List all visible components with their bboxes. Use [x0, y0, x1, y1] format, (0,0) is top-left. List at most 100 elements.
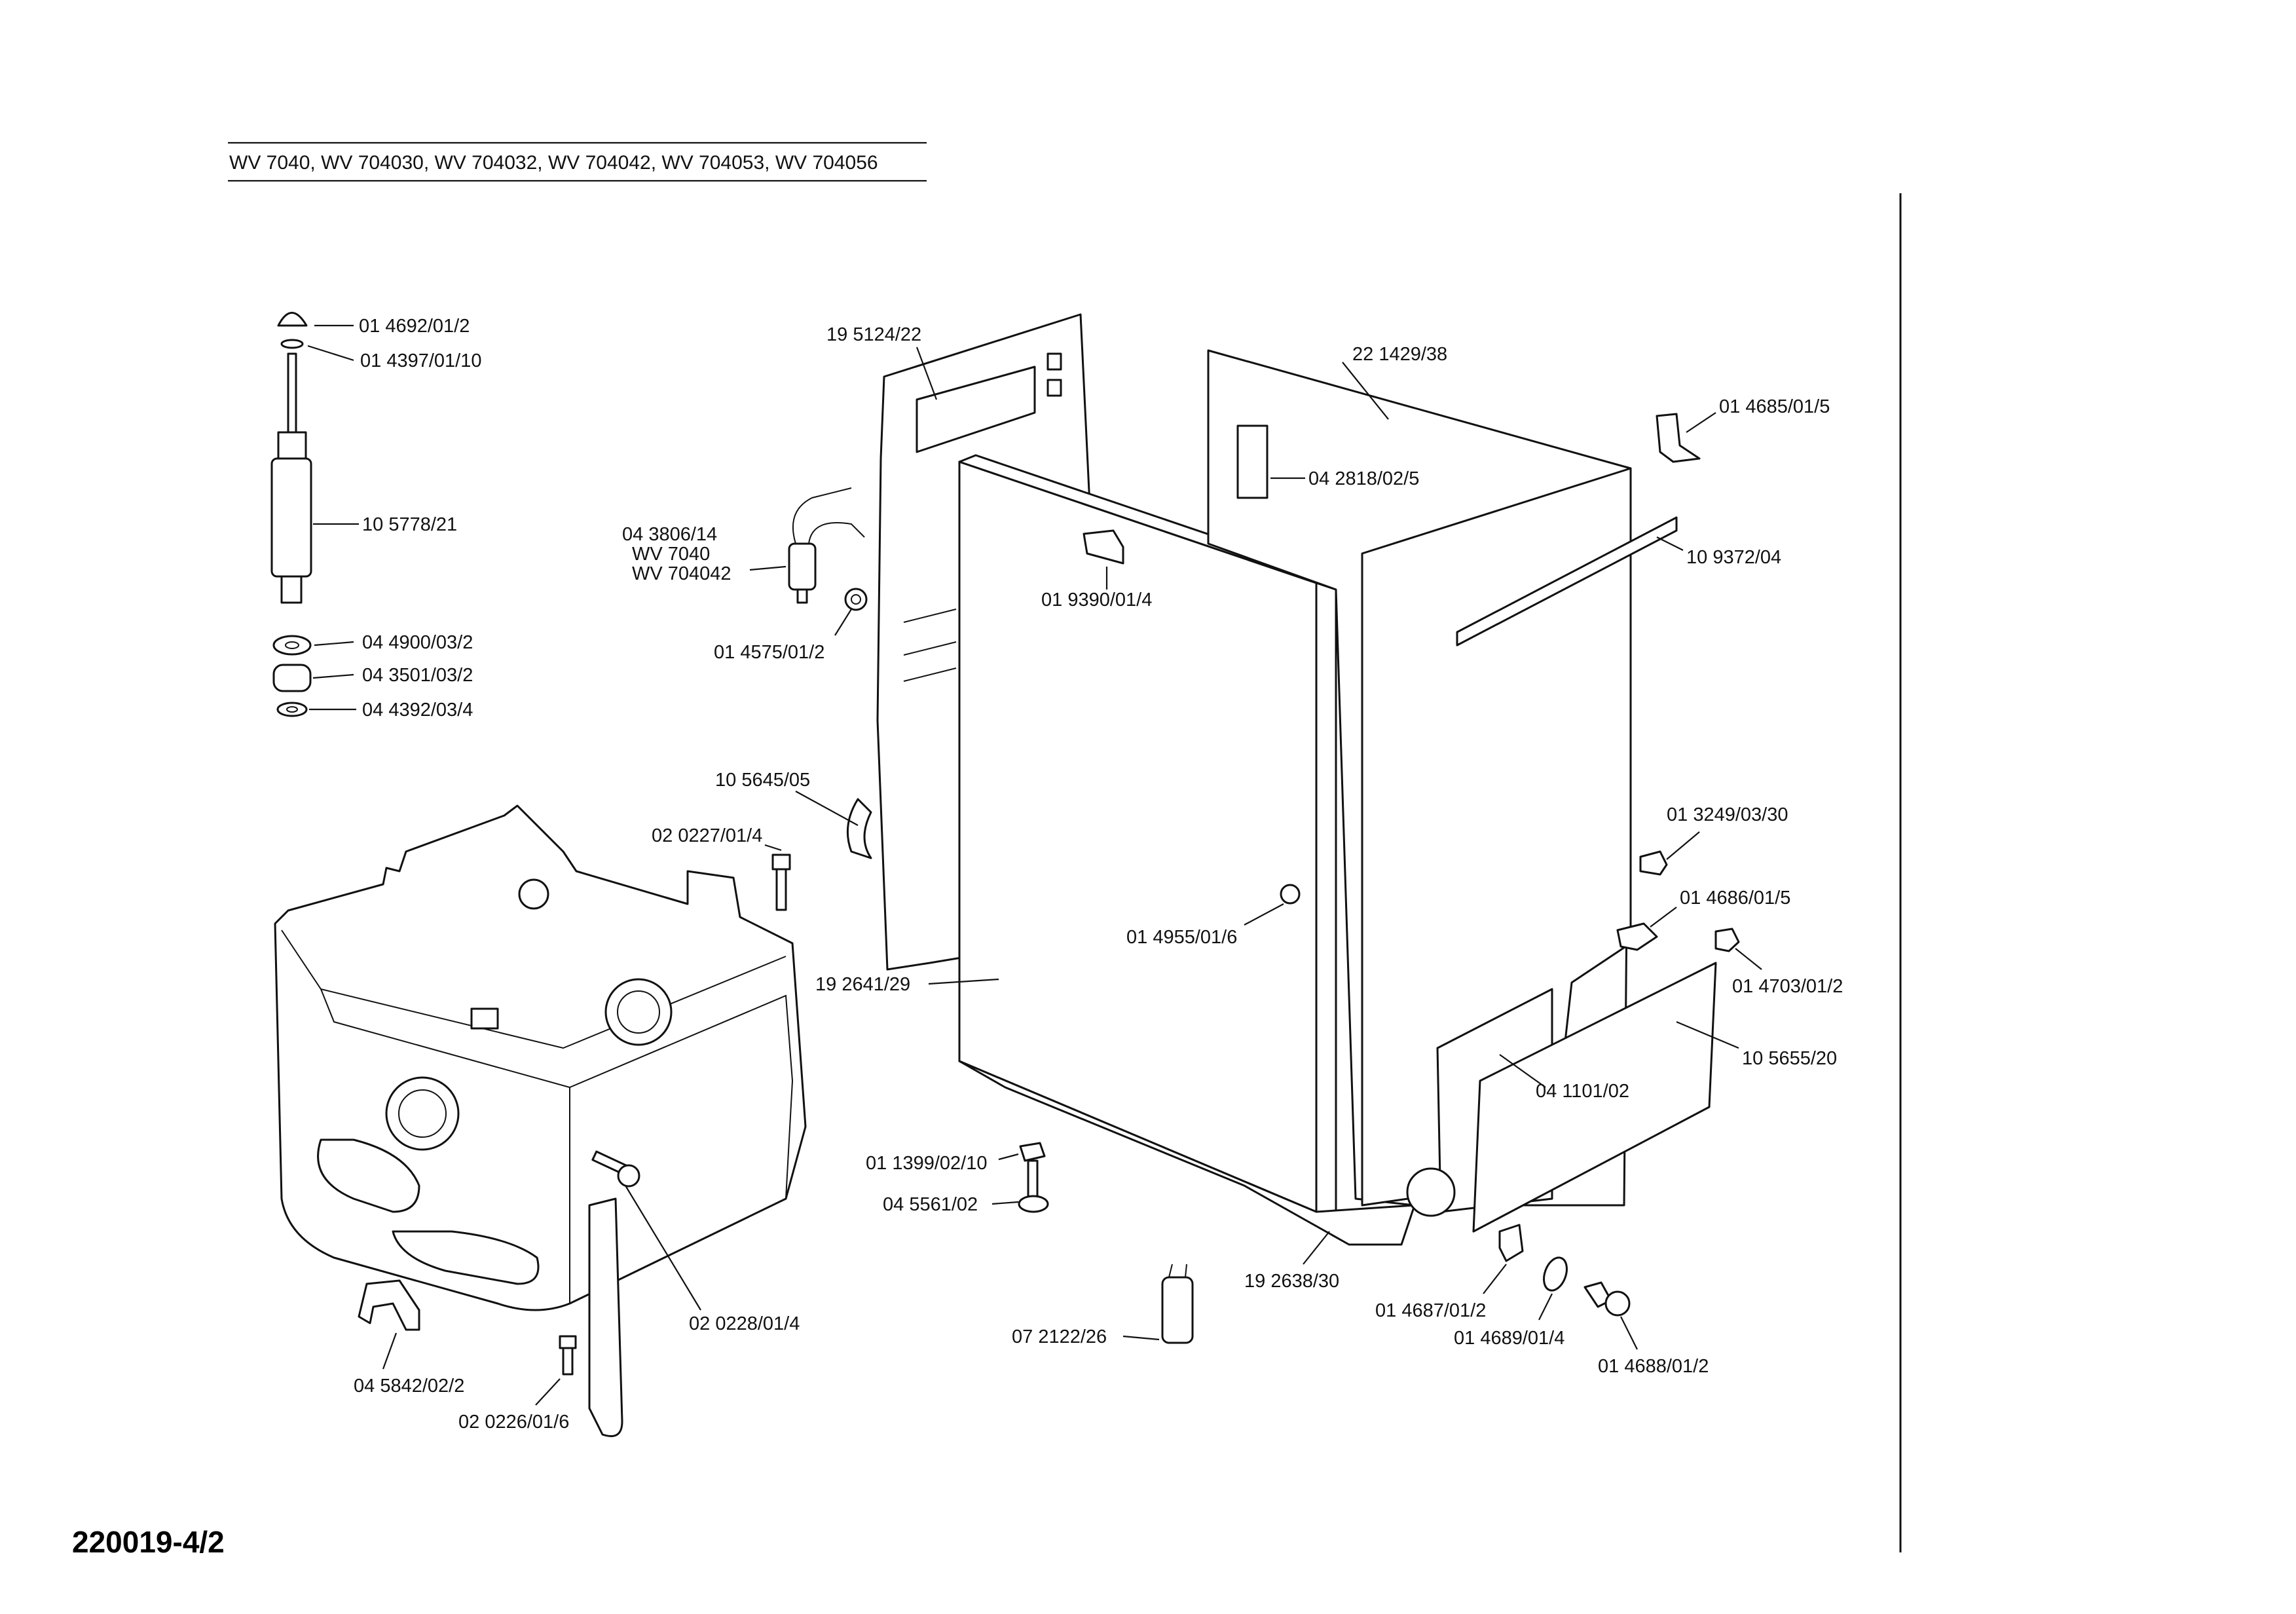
strip-109372-part	[1456, 516, 1678, 647]
hose-105645-part	[846, 798, 872, 859]
label-043501: 04 3501/03/2	[362, 665, 473, 686]
clip-014686-part	[1616, 922, 1658, 951]
model-list-header: WV 7040, WV 704030, WV 704032, WV 704042…	[229, 152, 878, 174]
bearing-seat-front-part	[385, 1076, 460, 1151]
plinth-105655-part	[1472, 962, 1717, 1233]
flat-washer-hole	[286, 706, 298, 713]
base-frame-group	[274, 804, 807, 1437]
label-014692: 01 4692/01/2	[359, 316, 470, 337]
label-014689: 01 4689/01/4	[1454, 1328, 1565, 1349]
label-020228: 02 0228/01/4	[689, 1313, 800, 1334]
label-019390: 01 9390/01/4	[1041, 590, 1152, 610]
label-014397: 01 4397/01/10	[360, 350, 481, 371]
clip-045842-part	[358, 1279, 420, 1331]
grommet-014575-hole	[851, 594, 861, 605]
label-072122: 07 2122/26	[1012, 1326, 1107, 1347]
cap-nut-part	[277, 312, 308, 327]
front-panel-group	[958, 454, 1337, 1220]
label-014688: 01 4688/01/2	[1598, 1356, 1709, 1377]
leader-195124	[916, 347, 938, 400]
bearing-seat-top-part	[604, 978, 673, 1046]
screw-020227	[771, 854, 791, 911]
capacitor-body	[788, 542, 817, 591]
hinge-014687-part	[1498, 1224, 1524, 1262]
label-plate-042818-part	[1236, 424, 1268, 499]
rod-sleeve-part	[277, 431, 307, 460]
label-105655: 10 5655/20	[1742, 1048, 1837, 1069]
base-frame-front-edge	[320, 988, 570, 1304]
bearing-seat-top-inner	[617, 990, 660, 1034]
label-045842: 04 5842/02/2	[354, 1376, 464, 1397]
label-014687: 01 4687/01/2	[1375, 1300, 1486, 1321]
screw-020227-head	[771, 854, 791, 871]
label-044392: 04 4392/03/4	[362, 700, 473, 721]
rear-panel-slots	[903, 609, 957, 682]
rear-panel-tab-1	[1046, 352, 1062, 371]
base-frame-side-edge	[569, 994, 794, 1199]
shock-absorber-group	[270, 312, 359, 717]
foot-011399	[1018, 1142, 1049, 1213]
screw-020226	[559, 1335, 577, 1376]
leader-043806	[749, 565, 787, 571]
leader-221429	[1342, 362, 1389, 420]
capacitor-stud	[796, 588, 808, 604]
label-013249: 01 3249/03/30	[1667, 804, 1788, 825]
leader-014686	[1650, 907, 1677, 928]
leader-013249	[1666, 831, 1700, 860]
leader-014688	[1620, 1316, 1638, 1350]
label-043806-note1: WV 7040	[632, 544, 710, 565]
front-panel-edge	[1315, 582, 1337, 1220]
leader-014575	[834, 609, 852, 636]
leader-011399	[998, 1153, 1019, 1161]
capacitor-072122-body	[1161, 1276, 1194, 1344]
foot-nut	[1019, 1142, 1046, 1162]
latch-014688-knob	[1604, 1290, 1631, 1317]
leader-020228	[625, 1185, 701, 1311]
label-014686: 01 4686/01/5	[1680, 888, 1790, 909]
leader-014703	[1735, 948, 1762, 970]
label-105778: 10 5778/21	[362, 514, 457, 535]
capacitor-wires	[792, 487, 865, 544]
knob-014955-part	[1280, 884, 1301, 905]
leader-014685	[1686, 412, 1716, 433]
label-192641: 19 2641/29	[815, 974, 910, 995]
frame-slot-left-part	[317, 1138, 420, 1213]
rear-panel-window-part	[916, 366, 1036, 453]
document-number: 220019-4/2	[72, 1525, 225, 1559]
leader-109372	[1656, 536, 1684, 551]
frame-bracket-part	[588, 1197, 623, 1437]
label-043806-note2: WV 704042	[632, 563, 731, 584]
leader-072122	[1122, 1335, 1160, 1341]
label-014575: 01 4575/01/2	[714, 642, 824, 663]
bolt-020228	[591, 1150, 640, 1188]
leader-014689	[1538, 1293, 1553, 1321]
label-043806: 04 3806/14	[622, 524, 717, 545]
leader-014687	[1483, 1264, 1507, 1294]
label-109372: 10 9372/04	[1686, 547, 1781, 568]
rubber-bush-part	[272, 635, 312, 656]
leader-020226	[535, 1378, 561, 1406]
label-221429: 22 1429/38	[1352, 344, 1447, 365]
label-011399: 01 1399/02/10	[866, 1153, 987, 1174]
label-014685: 01 4685/01/5	[1719, 396, 1830, 417]
label-045561: 04 5561/02	[883, 1194, 978, 1215]
leader-041101	[1499, 1054, 1546, 1088]
leader-020227	[764, 844, 782, 852]
frame-slot-bottom-part	[392, 1230, 540, 1285]
grommet-014575-part	[844, 588, 868, 611]
leader-105655	[1676, 1021, 1739, 1049]
base-frame-inner-edge	[281, 929, 787, 1049]
leader-044900	[314, 641, 354, 647]
rubber-bush-hole	[285, 641, 299, 649]
foot-screw	[1027, 1159, 1039, 1201]
leader-043501	[312, 673, 354, 679]
leader-014955	[1244, 903, 1284, 926]
capacitor-043806	[788, 487, 865, 604]
screw-020227-shank	[775, 868, 787, 911]
damper-stud-part	[280, 575, 303, 604]
base-plate-192638-part	[958, 1060, 1416, 1246]
frame-tab-part	[470, 1007, 499, 1030]
nut-014703-part	[1714, 928, 1740, 952]
leader-045842	[382, 1332, 398, 1370]
latch-014688	[1583, 1281, 1631, 1317]
